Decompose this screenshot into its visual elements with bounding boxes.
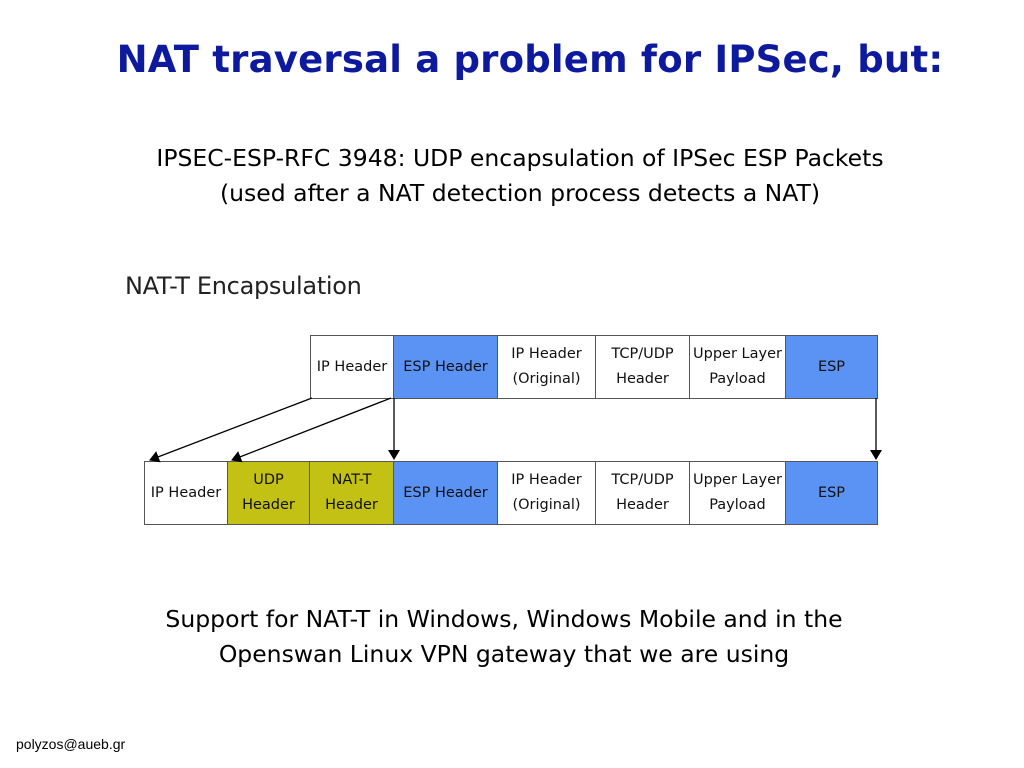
bottom-ip-header-cell: IP Header [144, 461, 228, 525]
top-upper-layer-payload-cell: Upper Layer Payload [690, 335, 786, 399]
subtitle-line-2: (used after a NAT detection process dete… [219, 179, 821, 207]
support-line-2: Openswan Linux VPN gateway that we are u… [218, 640, 790, 668]
top-tcp-udp-header-cell: TCP/UDP Header [596, 335, 690, 399]
support-line-1: Support for NAT-T in Windows, Windows Mo… [165, 605, 843, 633]
subtitle-line-1: IPSEC-ESP-RFC 3948: UDP encapsulation of… [156, 144, 884, 172]
bottom-esp-trailer-cell: ESP [786, 461, 878, 525]
arrow-esp-to-udp [231, 397, 392, 463]
figure-title: NAT-T Encapsulation [125, 272, 362, 300]
bottom-esp-header-cell: ESP Header [394, 461, 498, 525]
footer-email: polyzos@aueb.gr [16, 736, 126, 752]
slide-title: NAT traversal a problem for IPSec, but: [116, 38, 944, 81]
top-ip-header-original-cell: IP Header (Original) [498, 335, 596, 399]
bottom-udp-header-cell: UDP Header [228, 461, 310, 525]
bottom-ip-header-original-cell: IP Header (Original) [498, 461, 596, 525]
arrow-ip-header [149, 397, 313, 463]
encapsulated-packet-row: IP Header UDP Header NAT-T Header ESP He… [144, 461, 878, 525]
bottom-tcp-udp-header-cell: TCP/UDP Header [596, 461, 690, 525]
top-ip-header-cell: IP Header [310, 335, 394, 399]
bottom-upper-layer-payload-cell: Upper Layer Payload [690, 461, 786, 525]
top-esp-header-cell: ESP Header [394, 335, 498, 399]
bottom-nat-t-header-cell: NAT-T Header [310, 461, 394, 525]
original-packet-row: IP Header ESP Header IP Header (Original… [310, 335, 878, 399]
top-esp-trailer-cell: ESP [786, 335, 878, 399]
